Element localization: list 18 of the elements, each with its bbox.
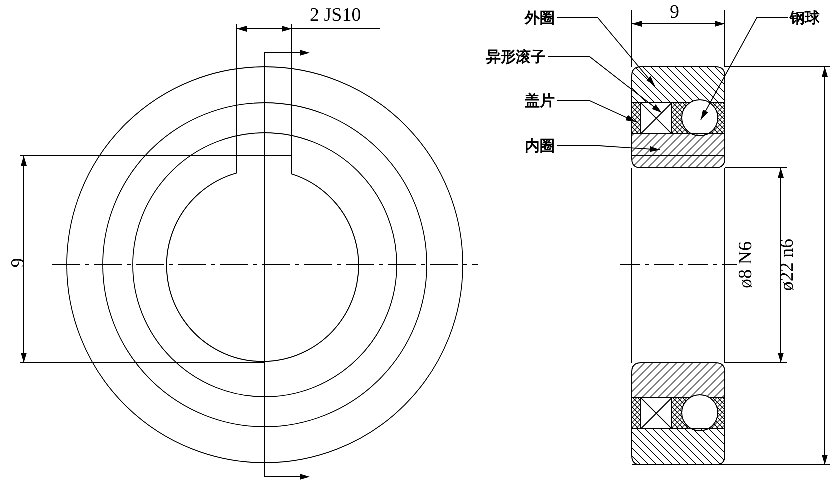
leader-line <box>700 18 788 120</box>
outer-ring-section <box>632 66 726 104</box>
part-label: 盖片 <box>525 92 555 110</box>
steel-ball <box>682 100 718 136</box>
part-label: 钢球 <box>790 9 820 27</box>
leader-line <box>548 56 662 114</box>
dimension-text: ø8 N6 <box>736 242 756 288</box>
leader-line <box>556 146 660 152</box>
part-label: 异形滚子 <box>486 48 546 66</box>
roller-section <box>640 102 672 134</box>
part-label: 内圈 <box>525 137 555 155</box>
dimension-text: 2 JS10 <box>310 6 362 26</box>
leader-line <box>556 100 636 122</box>
part-label: 外圈 <box>525 9 555 27</box>
inner-ring-section <box>632 134 726 168</box>
cover-plate-section <box>632 102 642 134</box>
dimension-text: 9 <box>670 3 680 23</box>
leader-line <box>556 18 656 86</box>
